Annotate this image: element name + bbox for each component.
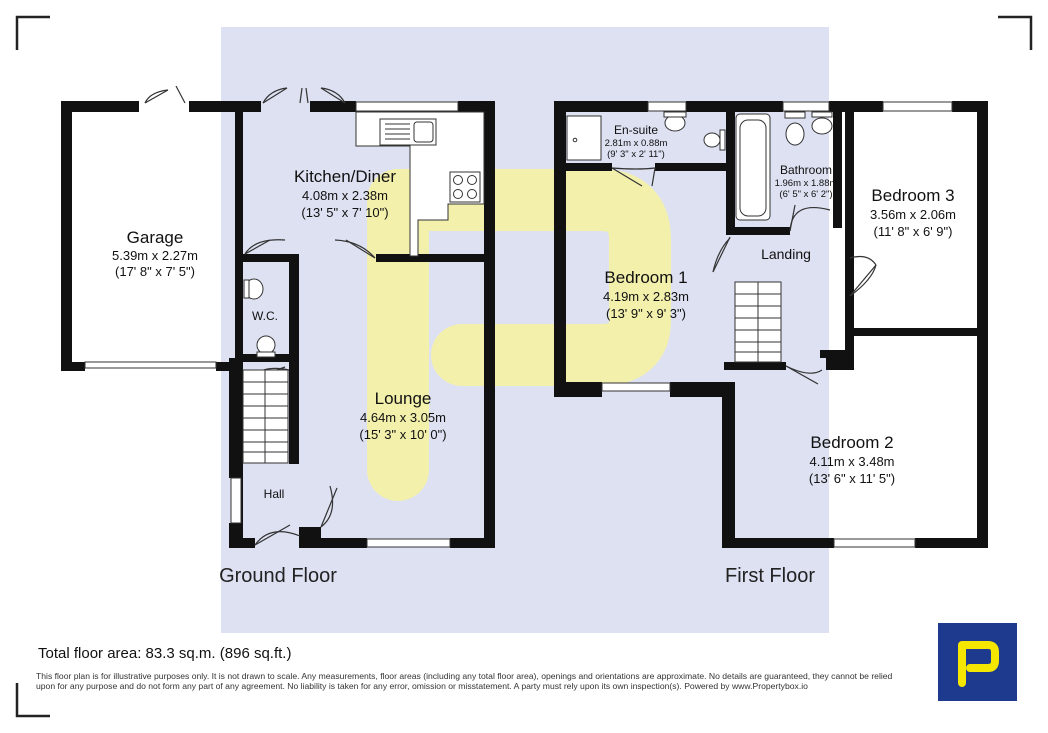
bathroom-fixtures	[566, 111, 833, 221]
door-swing	[144, 85, 186, 104]
room-dim-metric-lounge: 4.64m x 3.05m	[360, 410, 446, 425]
room-name-bedroom-1: Bedroom 1	[604, 268, 687, 287]
garage-walls	[61, 101, 261, 548]
room-dim-metric-ensuite: 2.81m x 0.88m	[605, 138, 668, 149]
room-dim-metric-bathroom: 1.96m x 1.88m	[775, 178, 838, 189]
windows	[230, 101, 459, 548]
windows	[601, 101, 953, 548]
room-name-landing: Landing	[761, 246, 811, 262]
watermark-logo	[367, 169, 671, 501]
room-dim-imperial-kitchen: (13' 5" x 7' 10")	[301, 205, 388, 220]
room-dim-metric-garage: 5.39m x 2.27m	[112, 248, 198, 263]
floor-label-first: First Floor	[725, 565, 815, 587]
room-dim-metric-bedroom-3: 3.56m x 2.06m	[870, 207, 956, 222]
disclaimer-text: This floor plan is for illustrative purp…	[36, 671, 893, 692]
floor-label-ground: Ground Floor	[219, 565, 337, 587]
first-floor-walls	[554, 101, 988, 548]
room-dim-imperial-bathroom: (6' 5" x 6' 2")	[779, 189, 832, 200]
room-dim-imperial-ensuite: (9' 3" x 2' 11")	[607, 149, 665, 160]
room-dim-imperial-bedroom-3: (11' 8" x 6' 9")	[874, 224, 953, 239]
total-floor-area: Total floor area: 83.3 sq.m. (896 sq.ft.…	[38, 645, 292, 662]
room-name-bedroom-3: Bedroom 3	[871, 186, 954, 205]
room-dim-imperial-lounge: (15' 3" x 10' 0")	[359, 427, 446, 442]
first-floor: En-suite 2.81m x 0.88m (9' 3" x 2' 11") …	[554, 101, 988, 587]
room-name-hall: Hall	[264, 487, 285, 501]
room-name-bedroom-2: Bedroom 2	[810, 433, 893, 452]
room-dim-metric-bedroom-2: 4.11m x 3.48m	[809, 454, 894, 469]
room-dim-metric-kitchen: 4.08m x 2.38m	[302, 188, 388, 203]
stairs	[734, 281, 782, 363]
ground-floor: Garage 5.39m x 2.27m (17' 8" x 7' 5") Ki…	[61, 85, 495, 587]
room-dim-imperial-garage: (17' 8" x 7' 5")	[115, 264, 195, 279]
corner-bracket-icon	[15, 15, 1033, 718]
room-dim-metric-bedroom-1: 4.19m x 2.83m	[603, 289, 689, 304]
room-name-garage: Garage	[127, 228, 184, 247]
room-name-kitchen: Kitchen/Diner	[294, 167, 396, 186]
wc-fixtures	[243, 278, 276, 358]
room-name-ensuite: En-suite	[614, 123, 658, 137]
garage-door	[84, 361, 217, 369]
room-name-lounge: Lounge	[375, 389, 432, 408]
propertybox-logo-icon	[938, 623, 1017, 701]
door-swing	[611, 167, 877, 385]
kitchen-units	[355, 111, 485, 257]
room-name-bathroom: Bathroom	[780, 163, 832, 177]
room-dim-imperial-bedroom-1: (13' 9" x 9' 3")	[606, 306, 686, 321]
stairs	[242, 369, 289, 464]
room-name-wc: W.C.	[252, 309, 278, 323]
kitchen-walls	[229, 101, 495, 548]
room-dim-imperial-bedroom-2: (13' 6" x 11' 5")	[809, 471, 895, 486]
